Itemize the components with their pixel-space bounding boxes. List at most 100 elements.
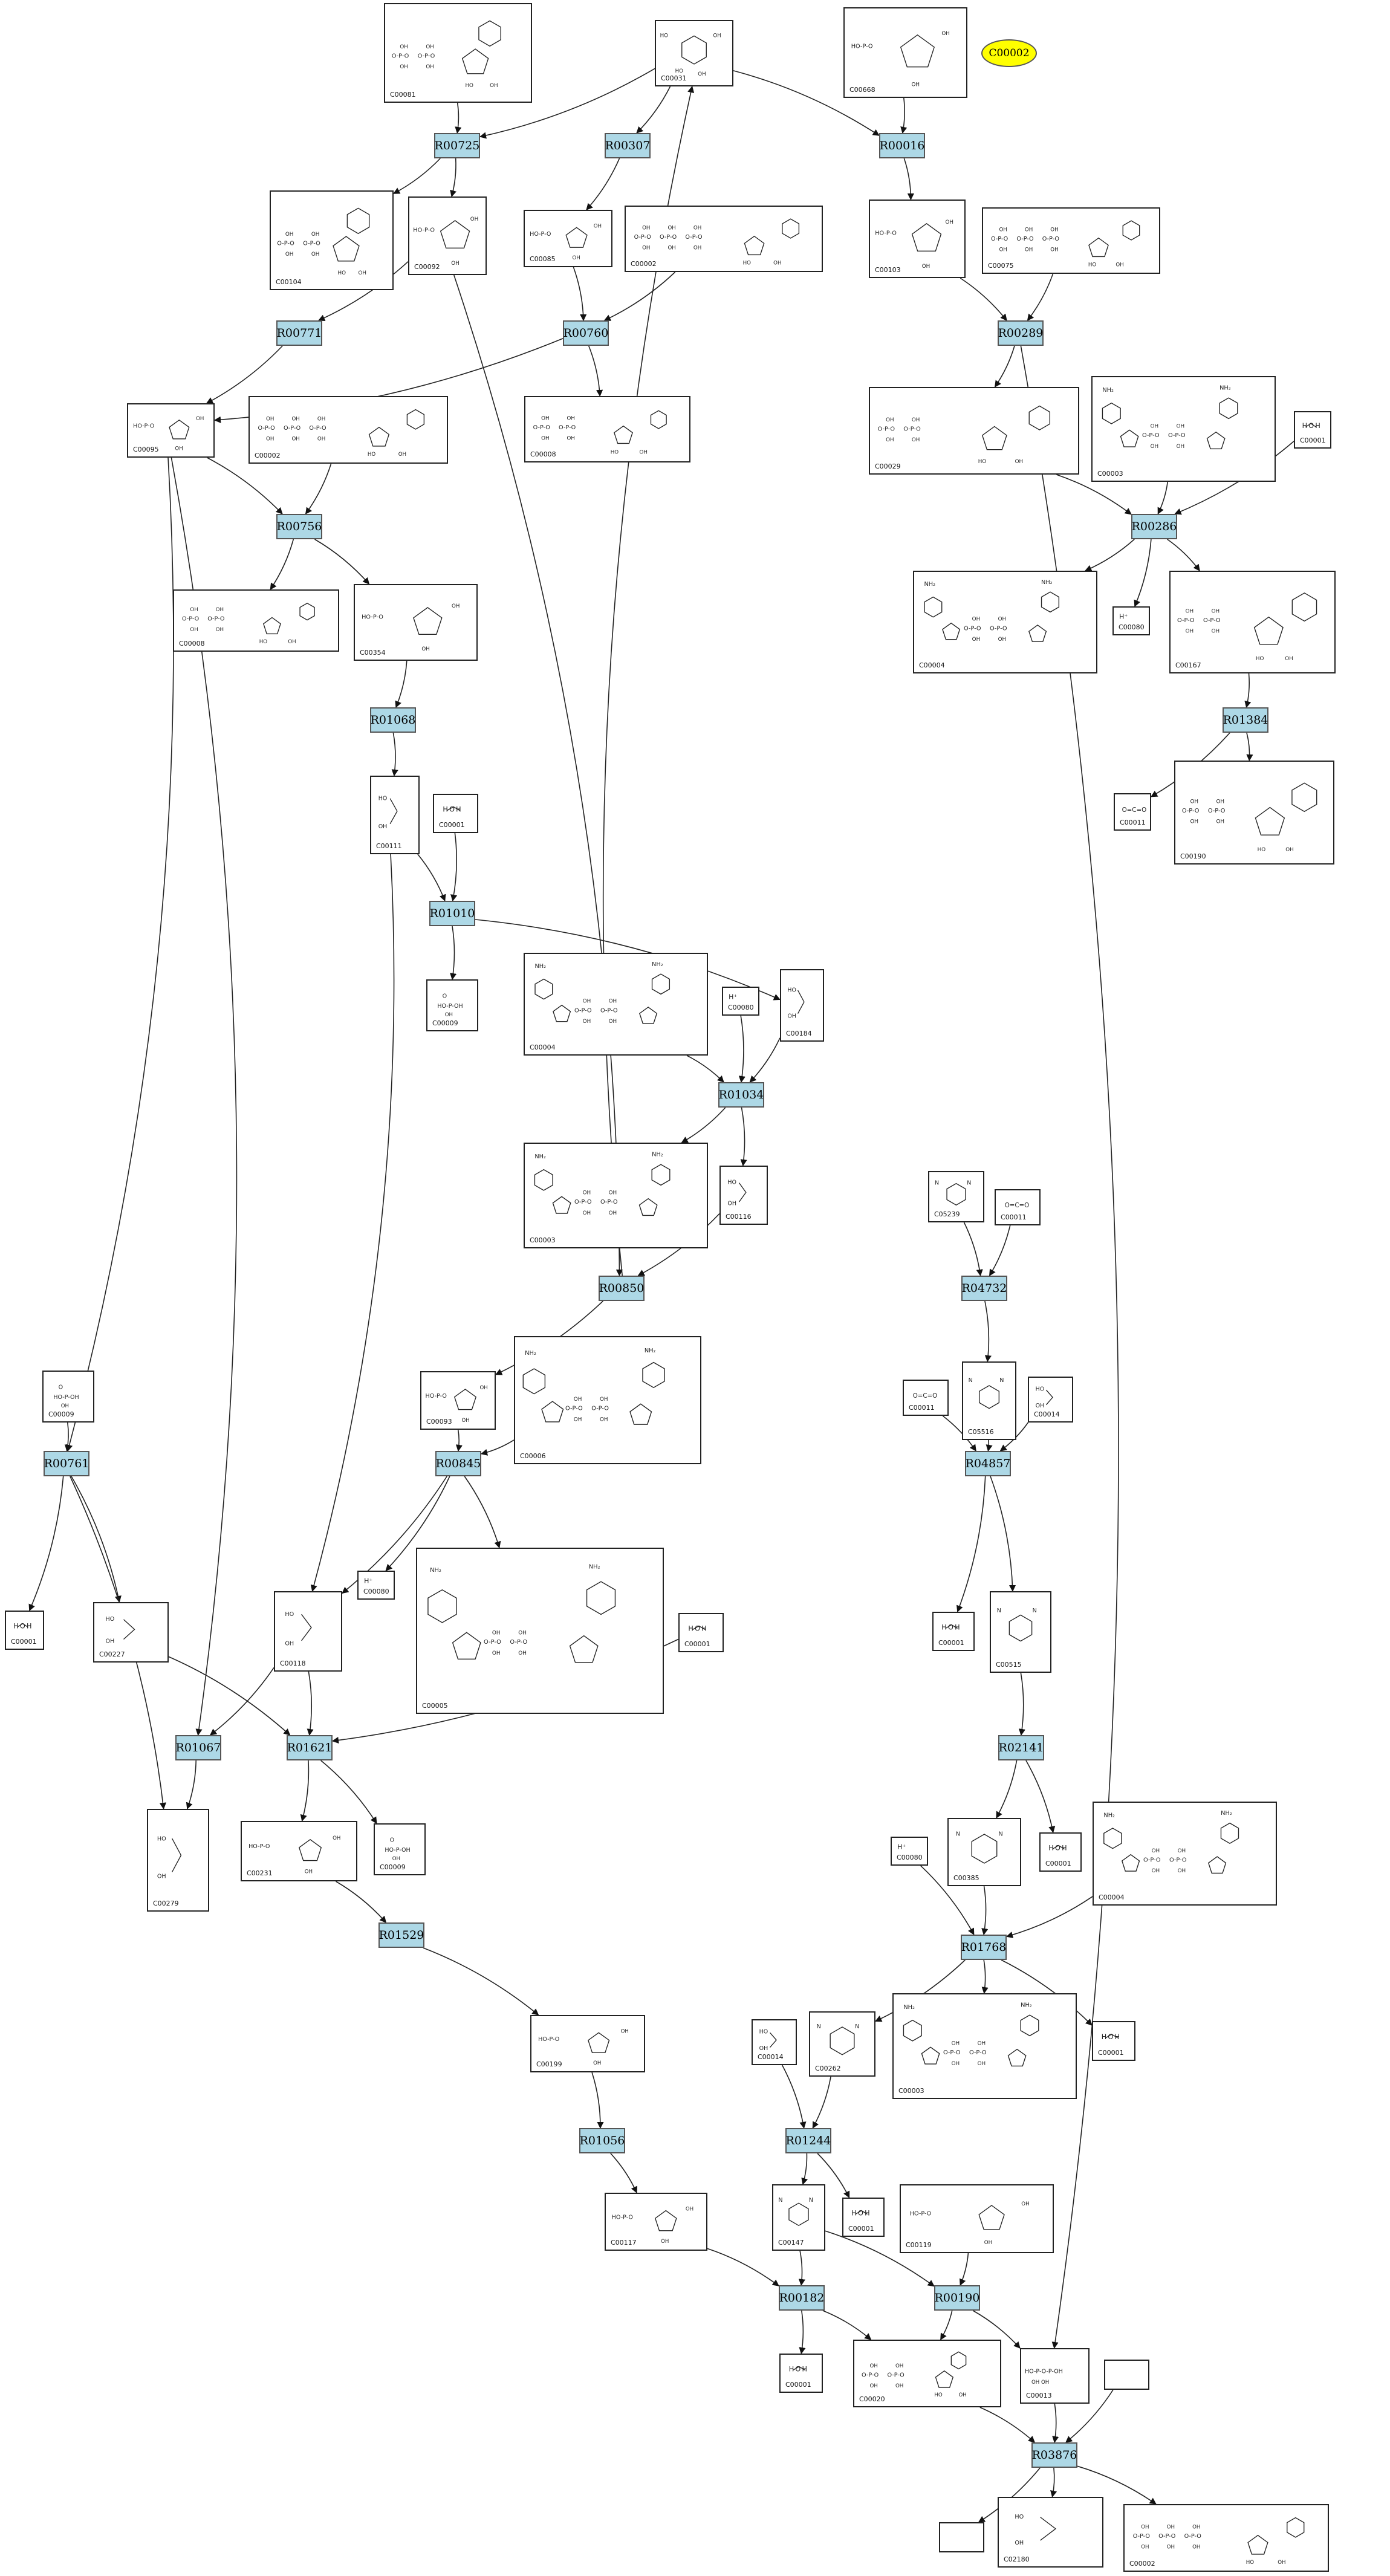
reaction-node[interactable]: R04732 [961, 1276, 1007, 1301]
reaction-node[interactable]: R01056 [579, 2128, 625, 2153]
reaction-node[interactable]: R02141 [998, 1735, 1044, 1760]
reaction-node[interactable]: R03876 [1031, 2442, 1077, 2468]
svg-text:OH: OH [1278, 2560, 1285, 2566]
reaction-node[interactable]: R01034 [718, 1082, 764, 1108]
reaction-node[interactable]: R00182 [779, 2285, 825, 2311]
reaction-node[interactable]: R00760 [563, 320, 609, 346]
reaction-node[interactable]: R00850 [599, 1276, 645, 1301]
reaction-node[interactable]: R01529 [378, 1922, 424, 1948]
reaction-node[interactable]: R00756 [276, 514, 322, 539]
reaction-node[interactable]: R00771 [276, 320, 322, 346]
reaction-node[interactable]: R00016 [879, 133, 925, 158]
compound-node[interactable]: H⁺C00080 [1112, 606, 1150, 635]
compound-id-label: C00190 [1180, 852, 1206, 860]
reaction-node[interactable]: R00307 [605, 133, 651, 158]
reaction-node[interactable]: R00289 [998, 320, 1044, 346]
reaction-node[interactable]: R01384 [1223, 707, 1268, 733]
reaction-node[interactable]: R00761 [44, 1451, 89, 1476]
reaction-node[interactable]: R00725 [434, 133, 480, 158]
reaction-node[interactable]: R01068 [370, 707, 416, 733]
compound-node[interactable] [939, 2522, 984, 2552]
reaction-node[interactable]: R01067 [175, 1735, 221, 1760]
reaction-edge [64, 1422, 71, 1452]
reaction-node[interactable]: R01768 [961, 1935, 1007, 1960]
reaction-node[interactable]: R01621 [287, 1735, 333, 1760]
highlight-node-c00002[interactable]: C00002 [981, 39, 1037, 67]
compound-node[interactable] [1104, 2360, 1149, 2390]
reaction-node[interactable]: R01010 [429, 901, 475, 926]
reaction-node[interactable]: R01244 [785, 2128, 831, 2153]
compound-node[interactable]: H⁺C00080 [722, 987, 759, 1016]
compound-node[interactable]: H⁺C00080 [891, 1837, 928, 1866]
reaction-node[interactable]: R04857 [965, 1451, 1011, 1476]
reaction-node[interactable]: R00845 [435, 1451, 481, 1476]
reaction-node[interactable]: R00286 [1131, 514, 1177, 539]
reaction-node[interactable]: R00190 [934, 2285, 980, 2311]
compound-node[interactable]: H⁺C00080 [357, 1571, 395, 1600]
